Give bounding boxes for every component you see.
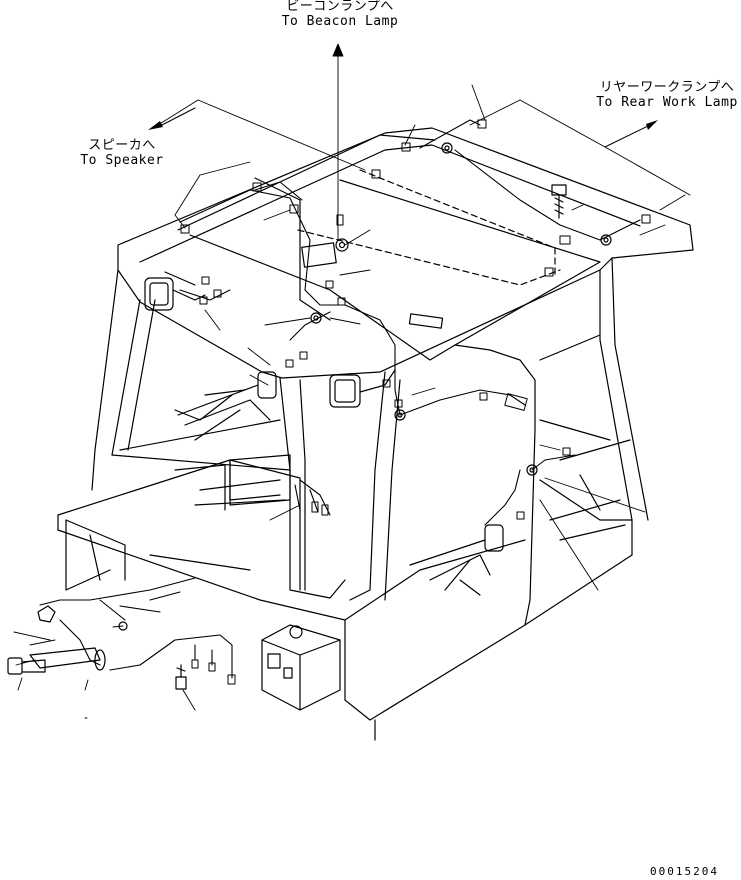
rear-work-lamp-callout: リヤーワークランプへ To Rear Work Lamp [594,80,740,110]
rear-work-lamp-label-jp: リヤーワークランプへ [599,80,735,95]
bolt-roof [551,184,567,219]
relay-bracket [29,605,106,671]
speaker-label-en: To Speaker [80,153,164,168]
drawing-number: 00015204 [650,865,719,878]
speaker-label-jp: スピーカへ [88,138,156,153]
beacon-lamp-label-en: To Beacon Lamp [281,14,399,29]
beacon-lamp-label-jp: ビーコンランプへ [286,0,394,14]
wiring-harness [39,119,641,679]
cab-frame [91,257,649,626]
front-lamp-left [144,271,206,311]
cab-roof [117,127,694,379]
heater-unit [174,454,291,511]
beacon-lamp-callout: ビーコンランプへ To Beacon Lamp [270,0,410,29]
rear-wiper-assembly [409,524,504,596]
speaker-callout: スピーカへ To Speaker [72,138,172,168]
front-wiper-assembly [174,371,277,441]
roof-panel [189,177,601,361]
connectors [180,119,651,685]
callout-arrow-shafts [159,107,649,148]
cab-lower-body [57,439,633,741]
bolt-front-left [7,657,46,675]
fuse-box [261,624,341,711]
callout-arrows [148,120,658,130]
rear-work-lamp-label-en: To Rear Work Lamp [596,95,738,110]
bolt-front-center [175,664,187,690]
leader-lines [13,43,691,719]
front-lamp-center [329,369,396,408]
roof-switch-panel [301,238,444,329]
